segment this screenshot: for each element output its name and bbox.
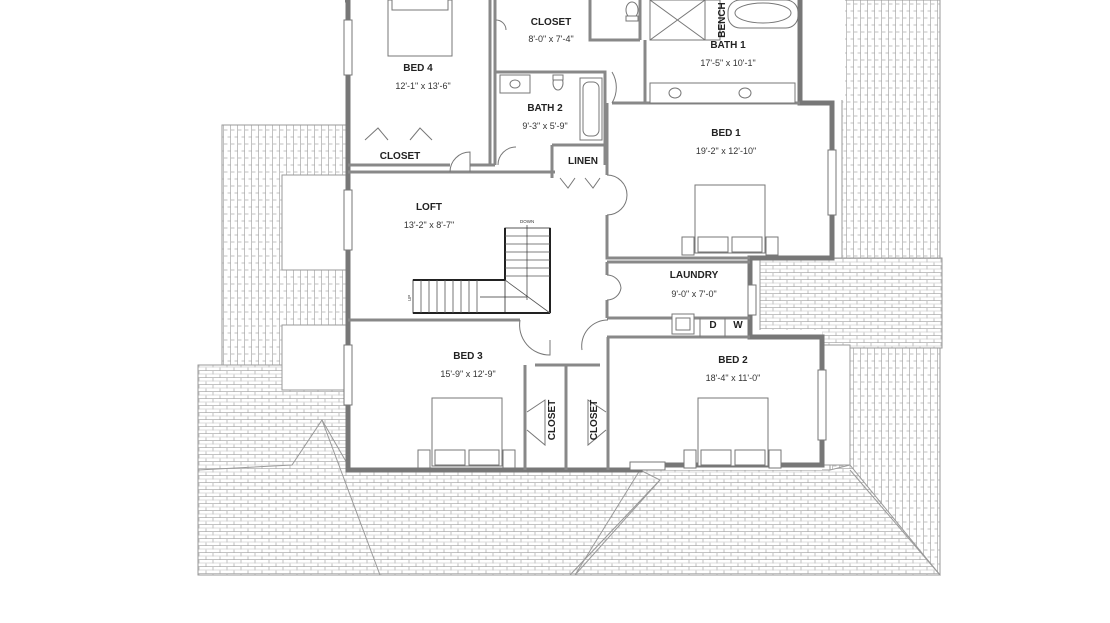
closet-b-name: CLOSET — [589, 400, 600, 441]
floor-area — [348, 0, 845, 470]
dormer-left-1 — [281, 174, 349, 271]
linen-name: LINEN — [568, 156, 598, 167]
bed2-dims: 18'-4" x 11'-0" — [706, 373, 761, 383]
room-labels: BED 4 12'-1" x 13'-6" CLOSET 8'-0" x 7'-… — [380, 2, 761, 440]
dormer-right — [821, 344, 851, 466]
loft-dims: 13'-2" x 8'-7" — [404, 220, 454, 230]
closet-top-dims: 8'-0" x 7'-4" — [528, 34, 573, 44]
stair-up-label: UP — [407, 295, 412, 301]
exterior-wall — [345, 0, 835, 473]
stair-down-label: DOWN — [520, 219, 534, 224]
dormer-left-2 — [281, 324, 349, 391]
bed4-name: BED 4 — [403, 63, 433, 74]
bed3-dims: 15'-9" x 12'-9" — [440, 369, 495, 379]
bed3-name: BED 3 — [453, 351, 483, 362]
washer-label: W — [733, 320, 743, 331]
bath1-dims: 17'-5" x 10'-1" — [700, 58, 755, 68]
closet-top-name: CLOSET — [531, 17, 572, 28]
bed1-dims: 19'-2" x 12'-10" — [696, 146, 756, 156]
closet-a-name: CLOSET — [547, 400, 558, 441]
bed2-name: BED 2 — [718, 355, 748, 366]
fixtures — [387, 0, 799, 469]
bath2-dims: 9'-3" x 5'-9" — [522, 121, 567, 131]
bed4-dims: 12'-1" x 13'-6" — [395, 81, 450, 91]
bath2-name: BATH 2 — [527, 103, 563, 114]
staircase: DOWN UP — [407, 219, 551, 314]
bench-name: BENCH — [717, 2, 728, 38]
bed1-name: BED 1 — [711, 128, 741, 139]
windows — [343, 19, 837, 471]
laundry-name: LAUNDRY — [670, 270, 719, 281]
dryer-label: D — [709, 320, 716, 331]
loft-name: LOFT — [416, 202, 442, 213]
doors — [364, 19, 628, 447]
closet-bed4-name: CLOSET — [380, 151, 421, 162]
laundry-dims: 9'-0" x 7'-0" — [671, 289, 716, 299]
bath1-name: BATH 1 — [710, 40, 746, 51]
